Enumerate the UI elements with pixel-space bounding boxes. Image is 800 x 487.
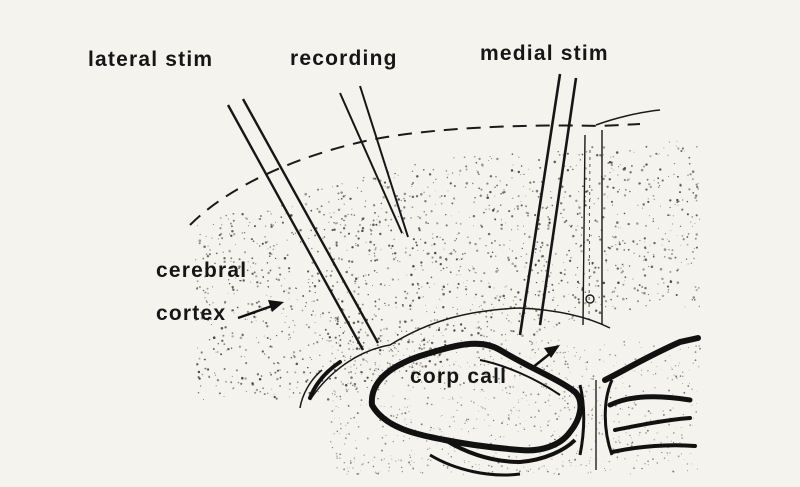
right-band-middle: [610, 397, 690, 405]
right-band-lower: [615, 418, 690, 430]
recording-electrode-b: [360, 86, 408, 237]
recording-label: recording: [290, 47, 398, 71]
cortex-arrow: [238, 300, 284, 318]
lateral-stim-label: lateral stim: [88, 48, 213, 72]
midline-fissure-left: [583, 135, 585, 325]
lateral-dark-edge: [310, 362, 340, 398]
right-band-bottom: [612, 445, 695, 452]
corp-call-arrow: [532, 345, 560, 368]
right-band-top: [605, 338, 698, 380]
corp-call-label: corp call: [410, 365, 507, 389]
medial-stim-electrode-a: [520, 74, 560, 335]
midline-vessel: [586, 295, 594, 303]
corpus-callosum-outline: [372, 344, 581, 451]
medial-stim-electrode-b: [540, 78, 576, 325]
cortex-outer-boundary: [190, 124, 640, 225]
medial-stim-label: medial stim: [480, 42, 609, 66]
cerebral-label: cerebral: [156, 259, 247, 283]
right-inner-curve: [605, 380, 612, 455]
cortex-label: cortex: [156, 302, 226, 326]
recording-electrode-a: [340, 93, 402, 233]
midline-top-curve: [596, 110, 660, 125]
lateral-stim-electrode-b: [243, 99, 378, 343]
